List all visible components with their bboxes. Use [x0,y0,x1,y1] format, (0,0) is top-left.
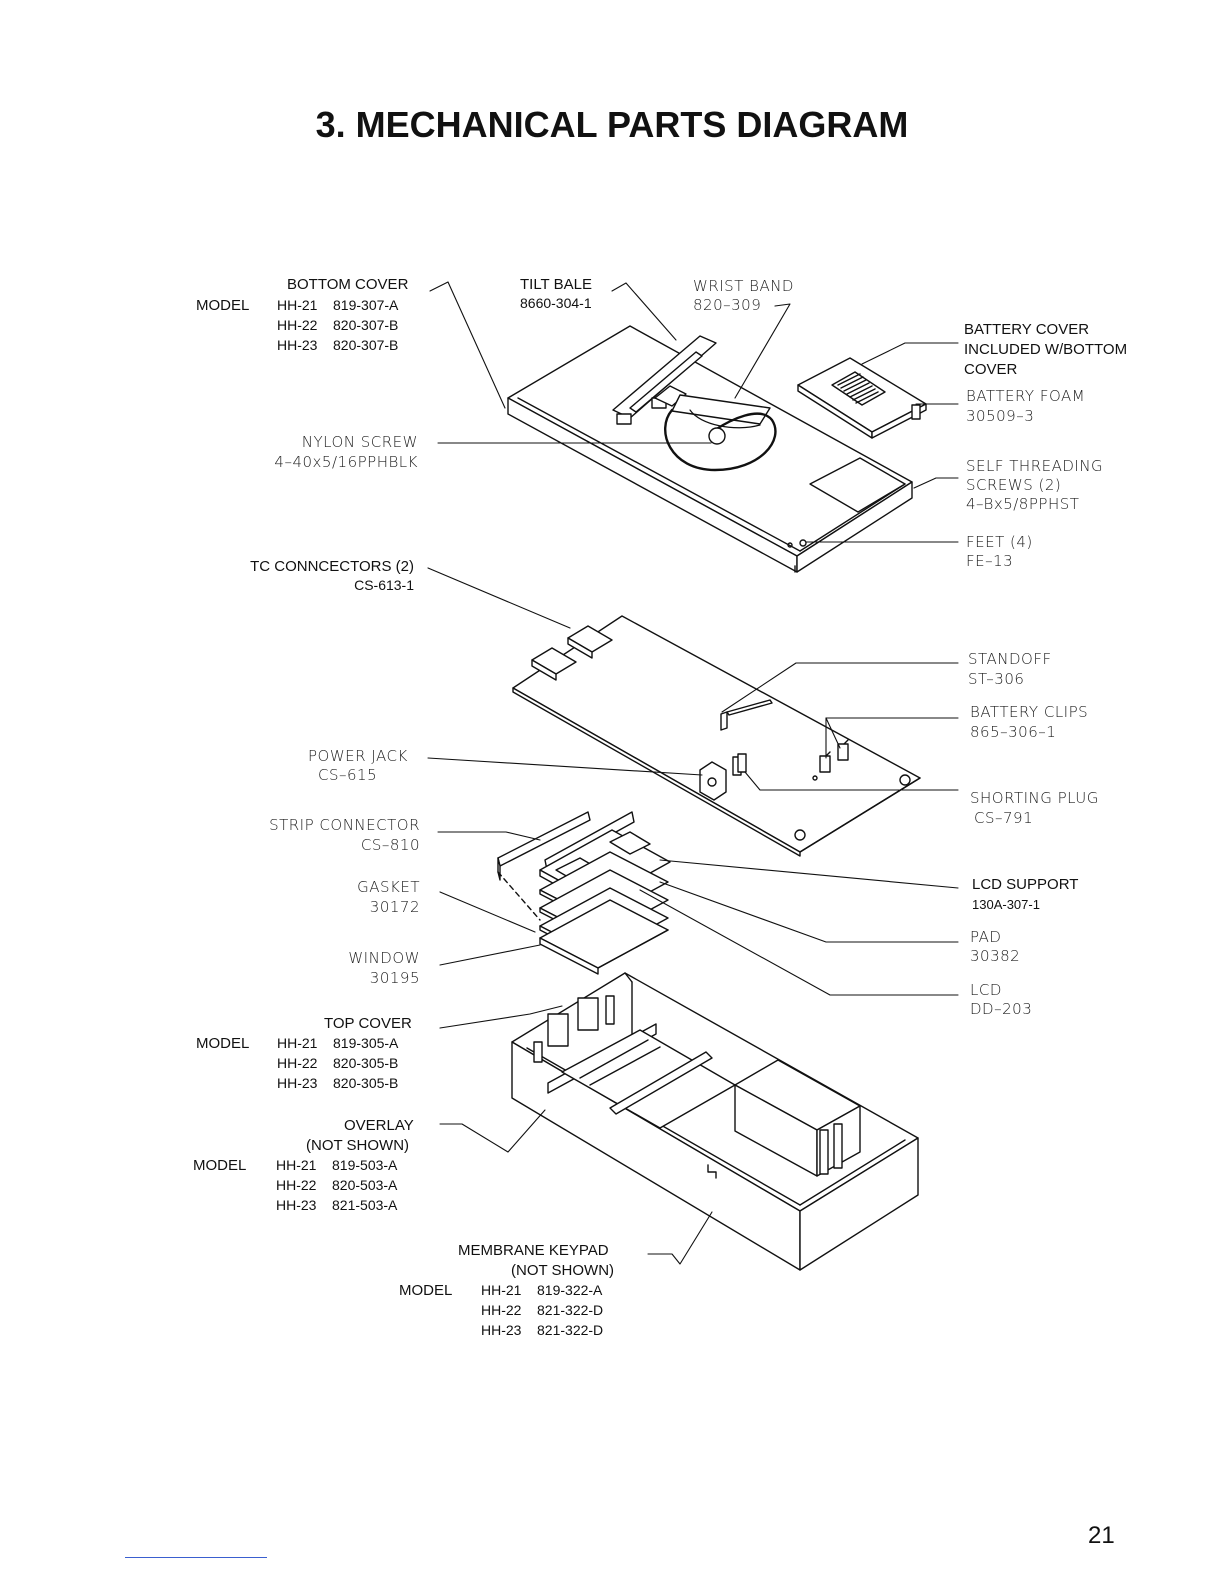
membrane-keypad-model-row: HH-23 821-322-D [481,1322,604,1338]
feet-label: FEET (4) [966,533,1033,551]
leader-lines [427,281,959,1265]
wrist-band-label: WRIST BAND [693,277,794,295]
standoff-part-number: ST–306 [968,670,1025,688]
window-part-number: 30195 [369,969,420,987]
membrane-keypad-note: (NOT SHOWN) [511,1262,615,1279]
page-title: 3. MECHANICAL PARTS DIAGRAM [315,104,909,145]
overlay-note: (NOT SHOWN) [306,1137,410,1154]
pad-label: PAD [970,928,1002,946]
battery-cover-label: BATTERY COVER [964,321,1090,338]
top-cover-model-label: MODEL [196,1035,250,1052]
battery-foam-label: BATTERY FOAM [966,387,1086,405]
nylon-screw-part-number: 4–40x5/16PPHBLK [274,453,418,471]
battery-cover-label: COVER [964,361,1018,378]
footer-rule [125,1557,267,1558]
tilt-bale-part [612,335,717,425]
pad-part-number: 30382 [970,947,1021,965]
lcd-support-label: LCD SUPPORT [972,876,1079,893]
wrist-band-part-number: 820–309 [693,296,762,314]
membrane-keypad-model-label: MODEL [399,1282,453,1299]
overlay-model-row: HH-23 821-503-A [276,1197,398,1213]
top-cover-part [511,972,919,1271]
feet-part-number: FE–13 [966,552,1014,570]
strip-connector-part-number: CS–810 [360,836,420,854]
bottom-cover-model-row: HH-21 819-307-A [277,297,399,313]
strip-connector-label: STRIP CONNECTOR [269,816,420,834]
lcd-support-part-number: 130A-307-1 [972,897,1040,912]
power-jack-part-number: CS–615 [318,766,378,784]
standoff-label: STANDOFF [968,650,1052,668]
battery-clips-part-number: 865–306–1 [970,723,1057,741]
tilt-bale-label: TILT BALE [520,276,592,293]
nylon-screw-label: NYLON SCREW [301,433,418,451]
bottom-cover-label: BOTTOM COVER [287,276,409,293]
overlay-model-label: MODEL [193,1157,247,1174]
battery-foam-part-number: 30509–3 [966,407,1035,425]
shorting-plug-part-number: CS–791 [974,809,1034,827]
wrist-band-part [663,394,777,472]
top-cover-model-row: HH-21 819-305-A [277,1035,399,1051]
self-threading-screws-label: SCREWS (2) [966,476,1062,494]
overlay-label: OVERLAY [344,1117,414,1134]
overlay-model-row: HH-22 820-503-A [276,1177,398,1193]
tc-connectors-part-number: CS-613-1 [354,577,414,593]
self-threading-screws-label: SELF THREADING [966,457,1104,475]
battery-cover-part [797,357,927,439]
shorting-plug-label: SHORTING PLUG [970,789,1099,807]
overlay-model-row: HH-21 819-503-A [276,1157,398,1173]
membrane-keypad-model-row: HH-21 819-322-A [481,1282,603,1298]
bottom-cover-model-row: HH-22 820-307-B [277,317,399,333]
lcd-label: LCD [970,981,1002,999]
power-jack-label: POWER JACK [308,747,408,765]
window-label: WINDOW [348,949,420,967]
gasket-part-number: 30172 [369,898,420,916]
tc-connectors-label: TC CONNCECTORS (2) [250,558,414,575]
battery-cover-label: INCLUDED W/BOTTOM [964,341,1128,358]
gasket-label: GASKET [357,878,420,896]
lcd-stack-part [497,811,671,975]
tilt-bale-part-number: 8660-304-1 [520,295,592,311]
top-cover-label: TOP COVER [324,1015,412,1032]
top-cover-model-row: HH-23 820-305-B [277,1075,399,1091]
membrane-keypad-model-row: HH-22 821-322-D [481,1302,604,1318]
membrane-keypad-label: MEMBRANE KEYPAD [458,1242,609,1259]
self-threading-screws-part-number: 4–Bx5/8PPHST [966,495,1080,513]
bottom-cover-model-label: MODEL [196,297,250,314]
bottom-cover-model-row: HH-23 820-307-B [277,337,399,353]
top-cover-model-row: HH-22 820-305-B [277,1055,399,1071]
battery-clips-label: BATTERY CLIPS [970,703,1089,721]
lcd-part-number: DD–203 [970,1000,1033,1018]
page-number: 21 [1088,1522,1115,1549]
